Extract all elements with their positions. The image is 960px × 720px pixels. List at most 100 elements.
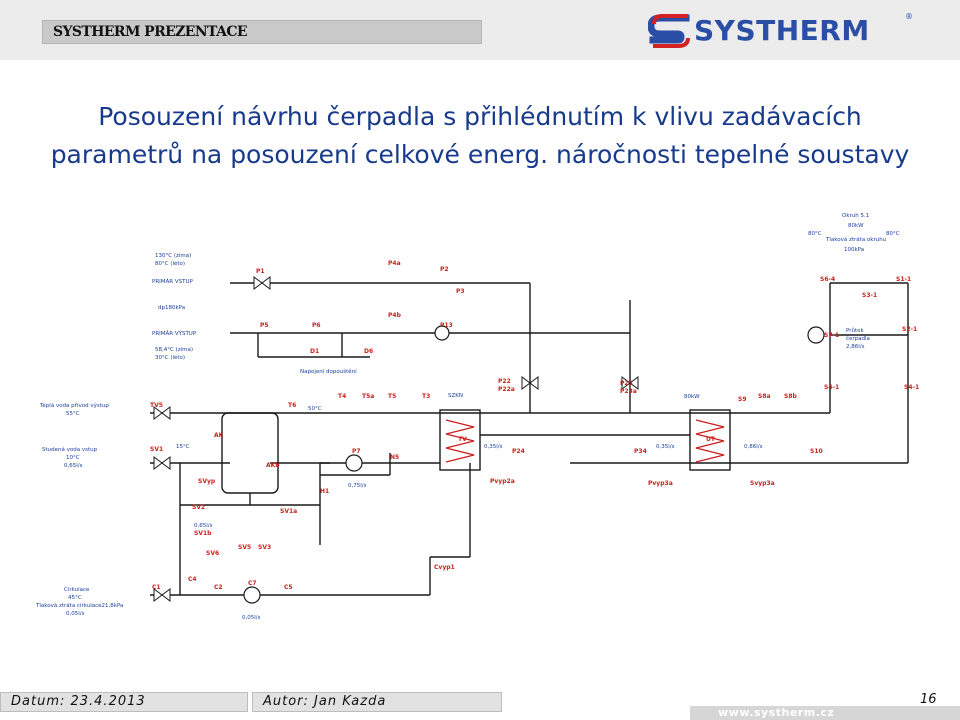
tag-p23a: P23a	[620, 388, 637, 395]
footer: Datum: 23.4.2013 Autor: Jan Kazda 16 www…	[0, 684, 960, 720]
tag-ak: AK	[214, 432, 224, 439]
tag-h1: H1	[320, 488, 329, 495]
tag-cvyp1: Cvyp1	[434, 564, 455, 571]
tag-sv1a: SV1a	[280, 508, 297, 515]
label-sv1b-f: 0,65l/s	[194, 523, 213, 529]
tag-c5: C5	[284, 584, 293, 591]
presentation-header-label: SYSTHERM PREZENTACE	[53, 24, 248, 40]
footer-author: Autor: Jan Kazda	[252, 692, 502, 712]
tag-p22a: P22a	[498, 386, 515, 393]
label-sv1-t: 15°C	[176, 444, 190, 450]
logo-text: SYSTHERM	[694, 14, 870, 47]
component-tags: P1 P4a P2 P3 P5 P6 P4b P13 D1 D6 TV5 T6 …	[150, 260, 919, 591]
tag-c4: C4	[188, 576, 197, 583]
label-okruh-t2: 80°C	[886, 231, 900, 237]
tag-sv2: SV2	[192, 504, 205, 511]
label-primary-top-1: 130°C (zima)	[155, 253, 191, 259]
label-primary-bottom-2: 30°C (léto)	[155, 354, 185, 361]
tag-s9: S9	[738, 396, 747, 403]
tag-s7-1: S7-1	[824, 332, 839, 339]
presentation-header-bar: SYSTHERM PREZENTACE	[42, 20, 482, 44]
tag-p3: P3	[456, 288, 465, 295]
label-c7-f: 0,05l/s	[242, 615, 261, 621]
pipework	[150, 282, 909, 596]
pumps	[243, 325, 825, 604]
tag-p2: P2	[440, 266, 449, 273]
label-dp: dp180kPa	[158, 305, 185, 311]
label-primar-vstup: PRIMÁR VSTUP	[152, 278, 193, 285]
valves	[153, 276, 639, 602]
tag-sv1b: SV1b	[194, 530, 212, 537]
tag-p13: P13	[440, 322, 453, 329]
tag-p4a: P4a	[388, 260, 401, 267]
label-p80kw: 80kW	[684, 394, 700, 400]
label-t6-temp: 50°C	[308, 406, 322, 412]
tag-p22: P22	[498, 378, 511, 385]
tag-c2: C2	[214, 584, 223, 591]
tag-p5: P5	[260, 322, 269, 329]
tag-s8b: S8b	[784, 393, 797, 400]
tag-akb: AKb	[266, 462, 280, 469]
label-prutok-val: 2,86l/s	[846, 344, 865, 350]
tag-s3-1: S3-1	[862, 292, 877, 299]
tag-sv1: SV1	[150, 446, 163, 453]
tag-p7: P7	[352, 448, 361, 455]
tag-t3: T3	[422, 393, 430, 400]
label-cold-t: 10°C	[66, 455, 80, 461]
tag-s2-1: S2-1	[902, 326, 917, 333]
label-cirk: Cirkulace	[64, 587, 90, 593]
footer-url-band: www.systherm.cz	[690, 706, 960, 720]
label-primary-top-2: 80°C (léto)	[155, 260, 185, 267]
heating-system-schematic: 130°C (zima) 80°C (léto) PRIMÁR VSTUP dp…	[35, 213, 919, 621]
footer-date: Datum: 23.4.2013	[0, 692, 248, 712]
tag-sv3: SV3	[258, 544, 271, 551]
tag-p4b: P4b	[388, 312, 402, 319]
tag-sv6: SV6	[206, 550, 219, 557]
tag-s4-1b: S4-1	[904, 384, 919, 391]
registered-mark: ®	[905, 12, 913, 21]
label-tuv-in: Teplá voda přívod výstup	[39, 402, 109, 409]
exchanger-coils	[445, 419, 725, 463]
tag-s4-1: S4-1	[824, 384, 839, 391]
label-tv-f: 0,35l/s	[484, 444, 503, 450]
label-p7-f: 0,75l/s	[348, 483, 367, 489]
footer-url[interactable]: www.systherm.cz	[718, 706, 835, 719]
tag-s8a: S8a	[758, 393, 771, 400]
tag-p6: P6	[312, 322, 321, 329]
tag-ut: UT	[706, 436, 716, 443]
slide-title-line-1: Posouzení návrhu čerpadla s přihlédnutím…	[98, 102, 862, 131]
tag-pvyp2a: Pvyp2a	[490, 478, 515, 485]
label-tlak-okr: Tlaková ztráta okruhu	[825, 236, 886, 243]
label-p34-f: 0,35l/s	[656, 444, 675, 450]
tag-p34: P34	[634, 448, 647, 455]
tag-d1: D1	[310, 348, 319, 355]
tag-d6: D6	[364, 348, 373, 355]
tag-p1: P1	[256, 268, 265, 275]
label-szkn: SZKN	[448, 393, 463, 399]
label-okruh-t1: 80°C	[808, 231, 822, 237]
tag-svyp: SVyp	[198, 478, 216, 485]
tag-s6-4: S6-4	[820, 276, 835, 283]
tag-c1: C1	[152, 584, 161, 591]
label-cerpadla: čerpadla	[846, 335, 870, 342]
label-ut-f: 0,86l/s	[744, 444, 763, 450]
label-napojeni: Napojení dopouštění	[300, 368, 357, 375]
schematic-labels: 130°C (zima) 80°C (léto) PRIMÁR VSTUP dp…	[35, 213, 900, 621]
tag-pvyp3a: Pvyp3a	[648, 480, 673, 487]
label-primar-vystup: PRIMÁR VÝSTUP	[152, 330, 197, 337]
tag-t5: T5	[388, 393, 396, 400]
label-okruh-p: 80kW	[848, 223, 864, 229]
label-tlak-cirk: Tlaková ztráta cirkulace21,8kPa	[35, 602, 123, 609]
systherm-s-icon	[647, 14, 690, 48]
tag-t6: T6	[288, 402, 296, 409]
tag-c7: C7	[248, 580, 257, 587]
tag-p23: P23	[620, 380, 633, 387]
systherm-logo: SYSTHERM ®	[647, 12, 918, 54]
tag-tv: TV	[458, 436, 467, 443]
label-cold-f: 0,65l/s	[64, 463, 83, 469]
slide-title: Posouzení návrhu čerpadla s přihlédnutím…	[20, 98, 940, 174]
label-okruh: Okruh 5.1	[842, 213, 869, 219]
tag-sv5: SV5	[238, 544, 251, 551]
label-cold-in: Studená voda vstup	[42, 446, 98, 453]
label-prutok: Průtok	[846, 327, 864, 334]
